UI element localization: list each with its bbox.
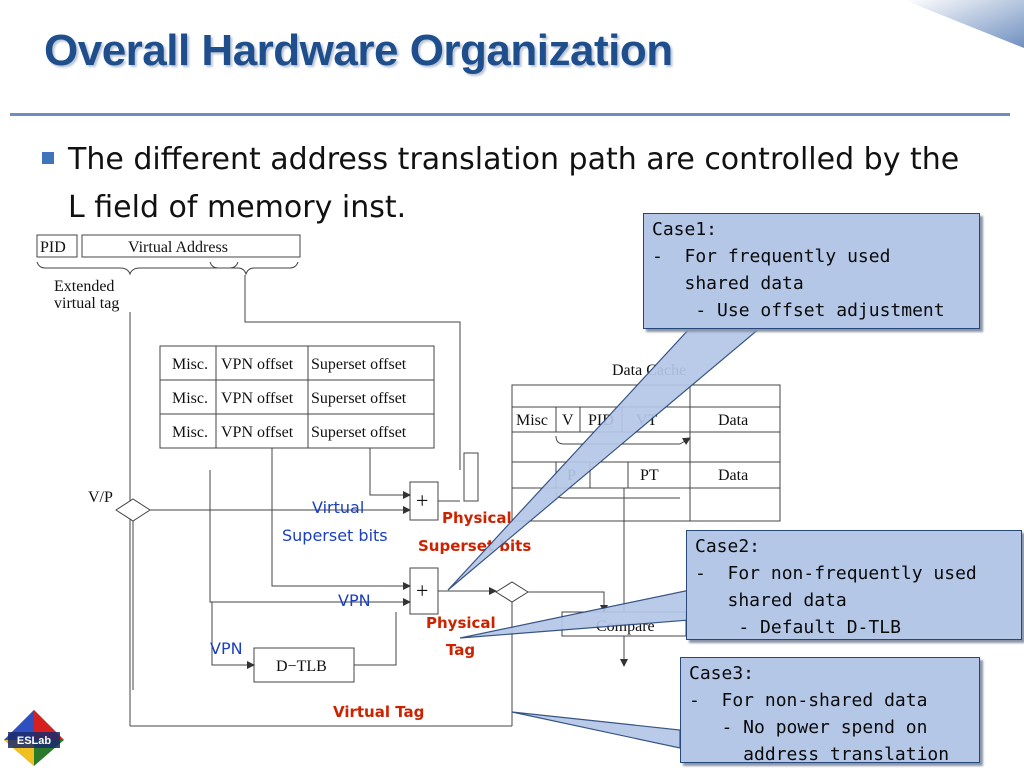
physical-tag-label-2: Tag [446,641,475,659]
vpn-label-1: VPN [338,591,371,610]
virtual-superset-label-1: Virtual [312,498,364,517]
table-cell: VPN offset [221,424,294,441]
table-cell: Superset offset [311,424,407,441]
vp-label: V/P [88,489,113,506]
corner-decoration [904,0,1024,64]
table-cell: Superset offset [311,390,407,407]
cache-cell: Data [718,467,748,484]
table-cell: Superset offset [311,356,407,373]
logo-text: ESLab [17,735,52,747]
table-cell: VPN offset [221,356,294,373]
extended-tag-label-2: virtual tag [54,295,119,312]
eslab-logo: ESLab [2,708,66,772]
cache-cell: Misc [516,412,548,429]
adder-plus-2: + [416,578,428,603]
virtual-address-box [81,234,301,258]
virtual-tag-label: Virtual Tag [333,703,424,721]
cache-cell: V [562,412,574,429]
pid-label: PID [40,239,66,256]
title-divider [10,113,1010,116]
virtual-address-label: Virtual Address [128,239,228,256]
physical-superset-label-1: Physical [442,509,512,527]
cache-cell: PT [640,467,659,484]
case1-callout: Case1: - For frequently used shared data… [643,213,980,329]
table-cell: Misc. [172,390,208,407]
adder-plus-1: + [416,488,428,513]
virtual-superset-label-2: Superset bits [282,526,388,545]
bullet-marker [42,152,54,164]
pid-box [36,234,78,258]
table-cell: VPN offset [221,390,294,407]
case2-callout: Case2: - For non-frequently used shared … [686,530,1022,640]
physical-superset-label-2: Superset bits [418,537,531,555]
case3-pointer [511,711,681,749]
bullet-text: The different address translation path a… [68,142,960,225]
table-cell: Misc. [172,424,208,441]
dtlb-label: D−TLB [276,658,327,675]
case3-callout: Case3: - For non-shared data - No power … [680,657,980,765]
vpn-label-2: VPN [210,639,243,658]
cache-cell: Data [718,412,748,429]
slide-title: Overall Hardware Organization [44,26,673,75]
table-cell: Misc. [172,356,208,373]
extended-tag-label-1: Extended [54,278,114,295]
physical-tag-label-1: Physical [426,614,496,632]
